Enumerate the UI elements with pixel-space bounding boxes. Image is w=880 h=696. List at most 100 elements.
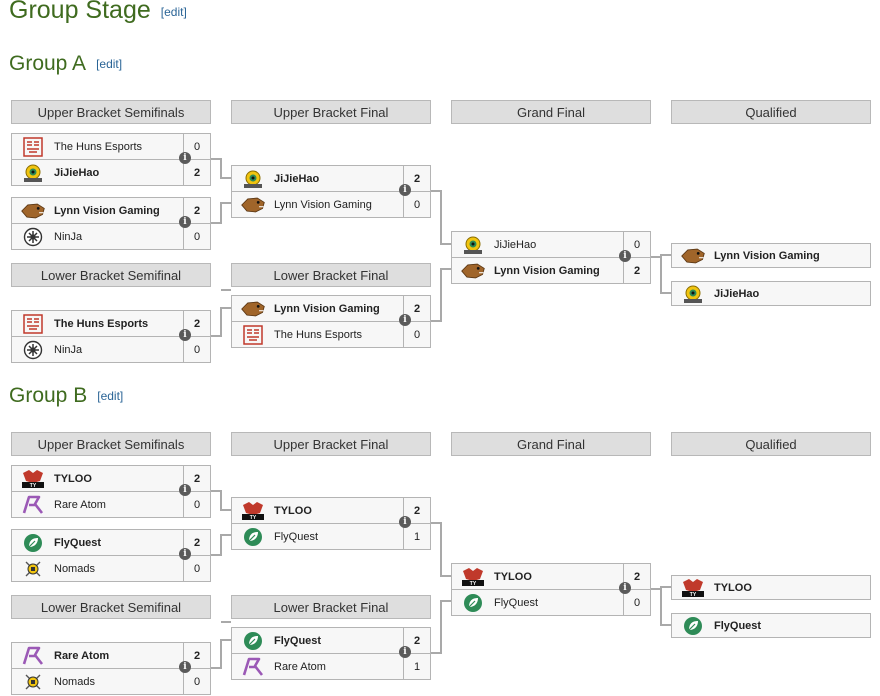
match-info-icon[interactable]: i (179, 484, 191, 496)
qualified-team-name[interactable]: TYLOO (714, 581, 752, 594)
qualified-slot-2[interactable]: JiJieHao (671, 281, 871, 306)
team-name[interactable]: NinJa (54, 230, 83, 243)
match-info-icon[interactable]: i (179, 152, 191, 164)
header-qualified: Qualified (671, 432, 871, 456)
match-info-icon[interactable]: i (619, 250, 631, 262)
edit-link-group-a[interactable]: [edit] (96, 57, 123, 71)
team-name[interactable]: FlyQuest (274, 634, 322, 647)
qualified-team-name[interactable]: FlyQuest (714, 619, 762, 632)
team-cell: JiJieHao (232, 169, 403, 189)
team-name[interactable]: FlyQuest (274, 530, 319, 543)
huns-logo-icon (240, 324, 266, 345)
match-info-icon[interactable]: i (399, 516, 411, 528)
team-name[interactable]: Lynn Vision Gaming (274, 302, 380, 315)
team-cell: Lynn Vision Gaming (452, 261, 623, 281)
team-name[interactable]: FlyQuest (54, 536, 102, 549)
team-name[interactable]: The Huns Esports (274, 328, 363, 341)
team-name[interactable]: Lynn Vision Gaming (494, 264, 600, 277)
team-cell: Rare Atom (12, 646, 183, 666)
qualified-slot-2[interactable]: FlyQuest (671, 613, 871, 638)
qualified-team-name[interactable]: JiJieHao (714, 287, 760, 300)
match-row[interactable]: FlyQuest 2 (12, 530, 210, 556)
header-ub-final: Upper Bracket Final (231, 432, 431, 456)
team-name[interactable]: The Huns Esports (54, 140, 143, 153)
team-name[interactable]: JiJieHao (54, 166, 100, 179)
qualified-team-name[interactable]: Lynn Vision Gaming (714, 249, 820, 262)
header-ub-semis: Upper Bracket Semifinals (11, 100, 211, 124)
match-info-icon[interactable]: i (399, 314, 411, 326)
match-row[interactable]: FlyQuest 2 (232, 628, 430, 654)
edit-link-group-b[interactable]: [edit] (97, 389, 124, 403)
flyquest-logo-icon (20, 533, 46, 553)
edit-link-page[interactable]: [edit] (160, 5, 187, 19)
team-name[interactable]: JiJieHao (494, 238, 537, 251)
match-info-icon[interactable]: i (619, 582, 631, 594)
team-score: 2 (183, 530, 210, 555)
match-info-icon[interactable]: i (399, 184, 411, 196)
team-cell: Nomads (12, 559, 183, 579)
team-score: 2 (403, 628, 430, 653)
team-name[interactable]: FlyQuest (494, 596, 539, 609)
team-cell: Lynn Vision Gaming (232, 195, 403, 215)
match-info-icon[interactable]: i (399, 646, 411, 658)
match-info-icon[interactable]: i (179, 548, 191, 560)
huns-logo-icon (20, 136, 46, 157)
group-title-group-b: Group B[edit] (9, 384, 124, 407)
team-name[interactable]: Nomads (54, 675, 95, 688)
match-info-icon[interactable]: i (179, 216, 191, 228)
match-info-icon[interactable]: i (179, 329, 191, 341)
qualified-slot-1[interactable]: Lynn Vision Gaming (671, 243, 871, 268)
team-name[interactable]: TYLOO (494, 570, 532, 583)
match-row[interactable]: NinJa 0 (12, 337, 210, 362)
flyquest-logo-icon (680, 616, 706, 636)
team-name[interactable]: Lynn Vision Gaming (274, 198, 372, 211)
flyquest-logo-icon (460, 593, 486, 613)
team-name[interactable]: The Huns Esports (54, 317, 149, 330)
team-name[interactable]: Rare Atom (54, 498, 106, 511)
page-title: Group Stage[edit] (9, 0, 187, 24)
team-name[interactable]: JiJieHao (274, 172, 320, 185)
team-score: 2 (623, 564, 650, 589)
jijiehao-logo-icon (20, 163, 46, 183)
team-name[interactable]: Rare Atom (54, 649, 110, 662)
team-name[interactable]: Rare Atom (274, 660, 326, 673)
match-info-icon[interactable]: i (179, 661, 191, 673)
team-name[interactable]: NinJa (54, 343, 83, 356)
team-name[interactable]: TYLOO (54, 472, 92, 485)
team-name[interactable]: Lynn Vision Gaming (54, 204, 160, 217)
team-name[interactable]: Nomads (54, 562, 95, 575)
lynn-vision-logo-icon (460, 261, 486, 281)
team-score: 0 (183, 337, 210, 362)
team-name[interactable]: TYLOO (274, 504, 312, 517)
header-lb-final: Lower Bracket Final (231, 263, 431, 287)
header-qualified: Qualified (671, 100, 871, 124)
